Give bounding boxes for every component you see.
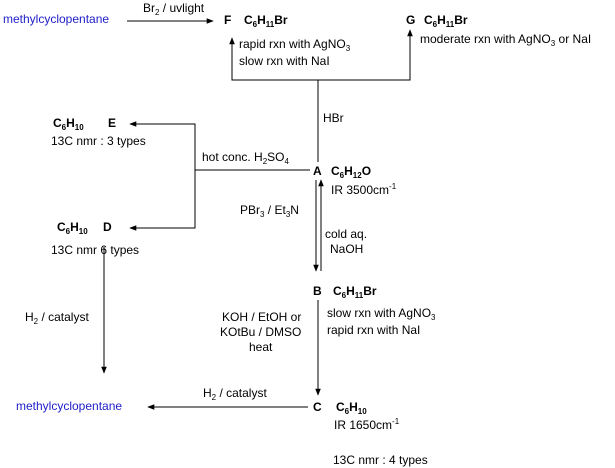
compound-f-note-1: rapid rxn with AgNO3 <box>239 37 351 53</box>
compound-e-note: 13C nmr : 3 types <box>51 134 146 148</box>
compound-g-letter: G <box>406 13 416 27</box>
compound-b-note-1: slow rxn with AgNO3 <box>327 306 436 322</box>
compound-c-letter: C <box>313 400 322 414</box>
reagent-h2-catalyst-bottom: H2 / catalyst <box>203 386 267 402</box>
compound-b-note-2: rapid rxn with NaI <box>327 323 421 337</box>
compound-d-formula: C6H10 <box>57 220 88 236</box>
compound-a-ir: IR 3500cm-1 <box>331 182 397 198</box>
compound-g-note: moderate rxn with AgNO3 or NaI <box>420 32 592 48</box>
start-compound: methylcyclopentane <box>3 12 110 26</box>
compound-d-note: 13C nmr 6 types <box>51 243 140 257</box>
compound-c-nmr: 13C nmr : 4 types <box>333 453 428 467</box>
arrow-a-to-e <box>129 121 310 171</box>
reagent-hbr: HBr <box>323 111 344 125</box>
arrow-a-to-d <box>129 170 196 231</box>
reagent-koh-1: KOH / EtOH or <box>222 310 302 324</box>
compound-f-formula: C6H11Br <box>244 13 288 29</box>
reagent-koh-3: heat <box>249 340 273 354</box>
compound-b-formula: C6H11Br <box>333 284 377 300</box>
compound-a-formula: C6H12O <box>331 164 372 180</box>
reagent-br2-uvlight: Br2 / uvlight <box>143 1 205 17</box>
compound-e-letter: E <box>108 116 117 130</box>
compound-f-letter: F <box>224 13 232 27</box>
product-compound: methylcyclopentane <box>16 399 123 413</box>
compound-d-letter: D <box>103 220 112 234</box>
compound-b-letter: B <box>313 284 322 298</box>
arrow-a-to-f <box>229 37 319 162</box>
compound-g-formula: C6H11Br <box>424 13 468 29</box>
reagent-h2-catalyst-left: H2 / catalyst <box>25 310 89 326</box>
reagent-pbr3: PBr3 / Et3N <box>240 203 299 219</box>
reagent-naoh-2: NaOH <box>330 242 364 256</box>
reagent-naoh-1: cold aq. <box>325 227 368 241</box>
compound-a-letter: A <box>313 164 322 178</box>
compound-f-note-2: slow rxn with NaI <box>239 54 330 68</box>
compound-e-formula: C6H10 <box>53 116 84 132</box>
reagent-h2so4: hot conc. H2SO4 <box>202 150 289 166</box>
compound-c-ir: IR 1650cm-1 <box>334 417 400 433</box>
reagent-koh-2: KOtBu / DMSO <box>220 325 302 339</box>
compound-c-formula: C6H10 <box>336 400 367 416</box>
arrow-a-to-g <box>318 29 413 81</box>
